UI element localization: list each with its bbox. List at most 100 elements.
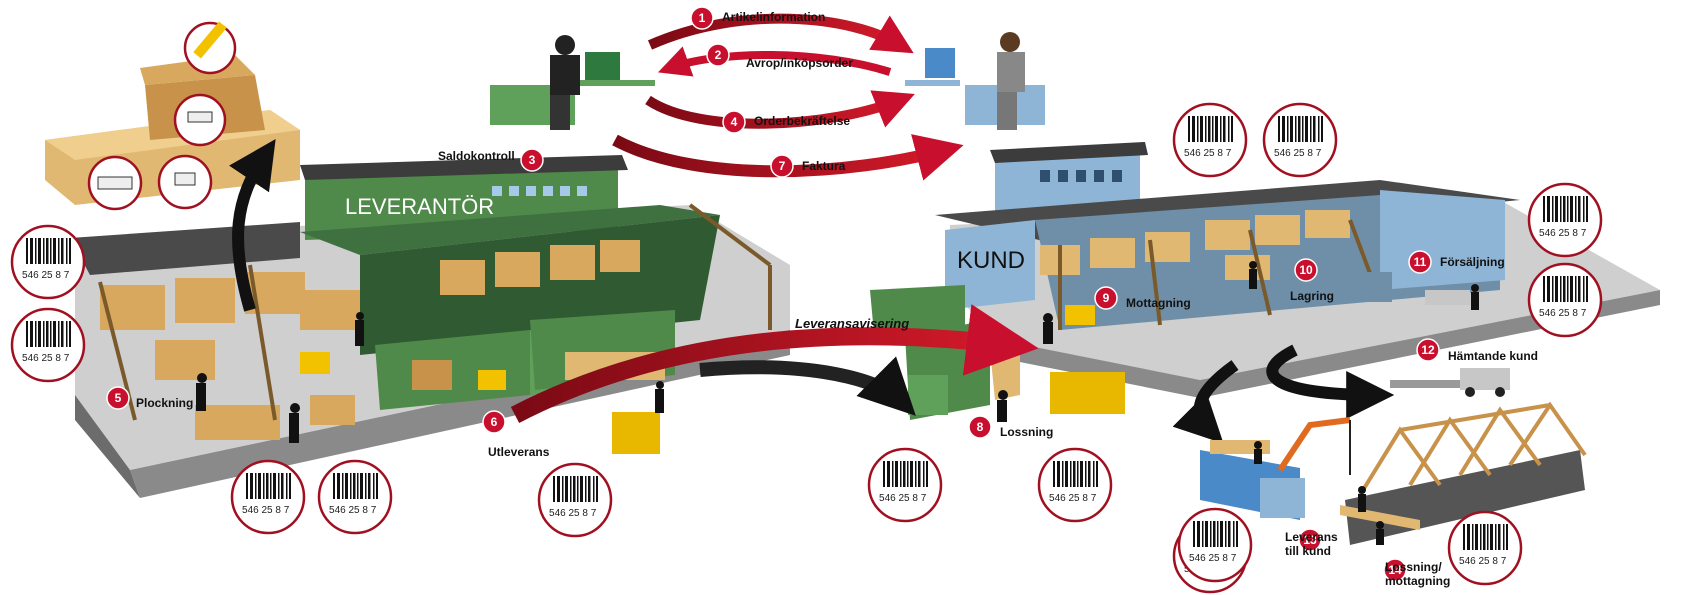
barcode-number: 546 25 8 7 (1049, 493, 1097, 504)
step-label: Lossning/ (1385, 560, 1442, 574)
step-number: 9 (1103, 291, 1110, 305)
step-number: 1 (699, 11, 706, 25)
step-label: Faktura (802, 159, 846, 173)
supplier-office-desk (490, 35, 655, 130)
barcode-circle: 546 25 8 7 (1447, 510, 1523, 586)
barcode-number: 546 25 8 7 (1184, 148, 1232, 159)
loader-icon (612, 412, 660, 454)
barcode-circle: 546 25 8 7 (10, 307, 86, 383)
step-badge (106, 386, 130, 410)
arrow-2 (657, 46, 892, 77)
step-label: Saldokontroll (438, 149, 515, 163)
forklift-icon (300, 352, 330, 374)
supplier-sign: LEVERANTÖR (345, 194, 494, 219)
crane-truck (1200, 417, 1351, 520)
arrow-1 (647, 13, 914, 54)
step-5: 5 Plockning (106, 386, 193, 410)
step-badge (722, 110, 746, 134)
step-label: Avrop/inköpsorder (746, 56, 853, 70)
barcode-circle: 546 25 8 7 (1262, 102, 1338, 178)
step-badge (482, 410, 506, 434)
delivery-arrow (510, 304, 1039, 423)
barcode-number: 546 25 8 7 (242, 505, 290, 516)
barcode-circle: 546 25 8 7 (1037, 447, 1113, 523)
barcode-circle: 546 25 8 7 (317, 459, 393, 535)
step-label: mottagning (1385, 574, 1450, 588)
step-number: 14 (1388, 563, 1402, 577)
truck-arrow (699, 356, 916, 416)
barcode-number: 546 25 8 7 (1539, 228, 1587, 239)
step-number: 3 (529, 153, 536, 167)
forklift-icon (478, 370, 506, 390)
step-number: 13 (1303, 533, 1317, 547)
customer-office-desk (905, 32, 1045, 130)
step-number: 10 (1299, 263, 1313, 277)
barcodes: 546 25 8 7 546 25 8 7 546 25 8 7 546 25 8 7… (10, 102, 1603, 594)
step-label: Hämtande kund (1448, 349, 1538, 363)
step-badge (1408, 250, 1432, 274)
barcode-number: 546 25 8 7 (22, 270, 70, 281)
delivery-out-arrow (1172, 360, 1239, 444)
step-label: Leverans (1285, 530, 1338, 544)
step-label: Plockning (136, 396, 193, 410)
step-12: 12 Hämtande kund (1416, 338, 1538, 363)
barcode-number: 546 25 8 7 (549, 508, 597, 519)
step-badge (1383, 558, 1407, 582)
step-label: Artikelinformation (722, 10, 825, 24)
step-badge (706, 43, 730, 67)
step-3: 3 Saldokontroll (438, 148, 544, 172)
arrow-4 (645, 90, 915, 129)
supplier-racks (100, 240, 640, 440)
barcode-number: 546 25 8 7 (329, 505, 377, 516)
step-number: 2 (715, 48, 722, 62)
customer-office (995, 150, 1140, 215)
barcode-circle: 546 25 8 7 (1527, 182, 1603, 258)
magnifier-circles (87, 21, 237, 211)
barcode-circle: 546 25 8 7 (1527, 262, 1603, 338)
barcode-number: 546 25 8 7 (1274, 148, 1322, 159)
step-8: 8 Lossning (968, 415, 1053, 439)
step-label: Lagring (1290, 289, 1334, 303)
step-number: 11 (1414, 255, 1427, 269)
step-badge (968, 415, 992, 439)
step-label: Orderbekräftelse (754, 114, 850, 128)
step-number: 7 (779, 159, 786, 173)
step-badge (1298, 528, 1322, 552)
step-number: 12 (1421, 343, 1435, 357)
barcode-number: 546 25 8 7 (22, 353, 70, 364)
step-number: 8 (977, 420, 984, 434)
barcode-number: 546 25 8 7 (879, 493, 927, 504)
barcode-number: 546 25 8 7 (1189, 553, 1237, 564)
barcode-circle: 546 25 8 7 (1172, 102, 1248, 178)
customer-sign: KUND (957, 247, 1025, 274)
step-label: Lossning (1000, 425, 1053, 439)
loader-icon (1050, 372, 1125, 414)
barcode-circle: 546 25 8 7 (1177, 507, 1253, 583)
supplier-shed-roof (300, 205, 720, 255)
step-number: 4 (731, 115, 738, 129)
step-badge (1416, 338, 1440, 362)
delivery-arrow-label: Leveransavisering (795, 316, 909, 331)
picking-arrow (229, 139, 276, 312)
step-badge (770, 154, 794, 178)
step-number: 5 (115, 391, 122, 405)
pickup-arrow (1266, 344, 1395, 419)
step-badge (690, 6, 714, 30)
customer-warehouse: KUND (935, 142, 1660, 398)
barcode-circle: 546 25 8 7 (867, 447, 943, 523)
step-1: 1 Artikelinformation (690, 6, 825, 30)
barcode-number: 546 25 8 7 (1539, 308, 1587, 319)
barcode-circle: 546 25 8 7 (10, 224, 86, 300)
forklift-icon (1065, 305, 1095, 325)
step-number: 6 (491, 415, 498, 429)
step-badge (1294, 258, 1318, 282)
